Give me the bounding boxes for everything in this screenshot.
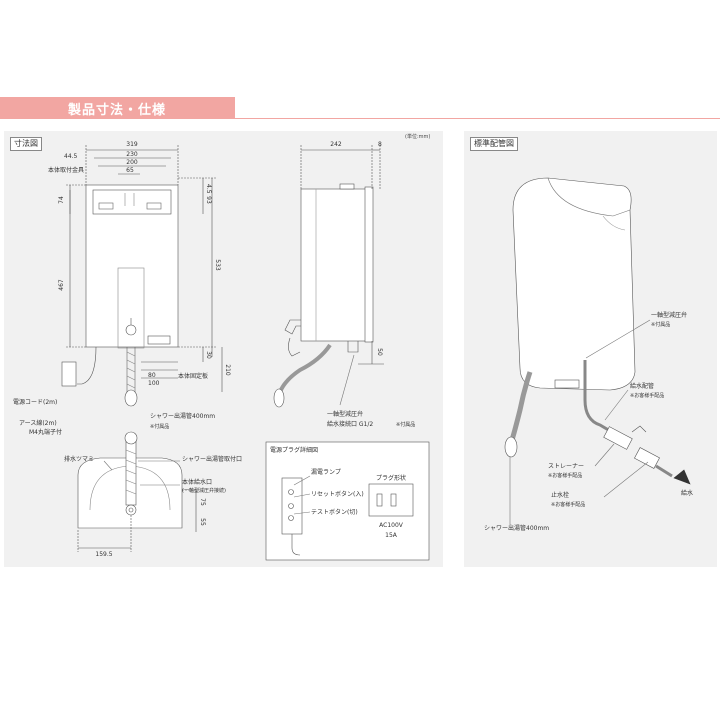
dim-depth-8: 8 [378, 141, 382, 148]
stop-valve-note: ※お客様手配品 [551, 501, 585, 508]
unit-note: (単位:mm) [405, 134, 431, 140]
test-button-label: テストボタン(切) [311, 508, 358, 516]
strainer-note: ※お客様手配品 [548, 472, 582, 479]
shower-outlet-label: シャワー出湯管取付口 [182, 455, 242, 463]
dim-width-total: 319 [126, 141, 138, 148]
earth-label: アース線(2m) [19, 419, 57, 427]
shower-hose-label: シャワー出湯管400mm [150, 412, 215, 420]
dim-80: 80 [148, 372, 156, 379]
dim-left-offset: 44.5 [64, 153, 78, 160]
dim-left-74: 74 [58, 196, 65, 204]
plug-shape-title: プラグ形状 [376, 474, 406, 482]
dim-width-4: 65 [126, 167, 134, 174]
piping-hose [509, 371, 533, 441]
bracket-label: 本体取付金具 [48, 166, 84, 174]
piping-shower-label: シャワー出湯管400mm [484, 524, 549, 532]
front-bracket [92, 189, 172, 215]
power-cord-label: 電源コード(2m) [13, 398, 57, 406]
fixing-plate-label: 本体固定板 [178, 372, 208, 380]
water-in-label: 給水 [681, 489, 693, 497]
valve-label: 一軸型減圧弁 [327, 410, 363, 418]
dim-210: 210 [224, 364, 231, 376]
water-arrow [673, 469, 691, 485]
side-handle [284, 319, 301, 335]
dim-right-93: 93 [205, 196, 212, 204]
included-note-2: ※付属品 [396, 421, 415, 428]
power-cord [77, 346, 97, 385]
terminal-label: M4丸端子付 [29, 428, 62, 436]
dim-50: 50 [376, 348, 383, 356]
plug-detail [265, 441, 430, 561]
dim-right-top: 4.5 [205, 184, 212, 194]
bottom-view [77, 431, 200, 552]
plug-box-front [61, 361, 77, 387]
strainer-label: ストレーナー [548, 463, 584, 470]
plug-detail-title: 電源プラグ詳細図 [270, 446, 318, 454]
side-valve [347, 341, 359, 353]
page-title: 製品寸法・仕様 [68, 103, 167, 118]
dim-75: 75 [199, 498, 206, 506]
piping-valve-label: 一軸型減圧弁 [651, 311, 687, 319]
reset-button-label: リセットボタン(入) [311, 490, 364, 498]
supply-pipe [583, 360, 623, 440]
header-rule [235, 118, 720, 119]
side-hose [278, 343, 332, 393]
dim-55: 55 [199, 518, 206, 526]
dim-width-3: 200 [126, 159, 138, 166]
supply-pipe-note: ※お客様手配品 [630, 392, 664, 399]
stop-valve-label: 止水栓 [551, 491, 569, 499]
dim-width-2: 230 [126, 151, 138, 158]
dim-159: 159.5 [95, 551, 112, 558]
front-view [61, 145, 223, 407]
inlet-note: (一軸型減圧弁接続) [182, 487, 226, 494]
header-bar [0, 97, 235, 119]
leak-lamp-label: 漏電ランプ [311, 468, 341, 476]
side-body [300, 188, 373, 342]
plug-amperage: 15A [385, 532, 398, 539]
drain-knob-label: 排水ツマミ [64, 455, 94, 463]
dim-depth-242: 242 [330, 141, 342, 148]
dim-height-533: 533 [214, 259, 221, 271]
dim-30: 30 [205, 351, 212, 359]
dim-100: 100 [148, 380, 160, 387]
side-view [273, 145, 384, 408]
plug-body [281, 477, 303, 535]
inlet-bottom-label: 本体給水口 [182, 478, 212, 486]
dim-height-total: 467 [58, 279, 65, 291]
dimensions-tag: 寸法図 [10, 137, 42, 151]
piping-tag: 標準配管図 [470, 137, 518, 151]
plug-voltage: AC100V [379, 522, 404, 529]
piping-body [512, 177, 636, 391]
included-note-1: ※付属品 [150, 423, 169, 430]
piping-view [504, 177, 691, 525]
supply-pipe-label: 給水配管 [630, 382, 654, 390]
inlet-label: 給水接続口 G1/2 [327, 420, 373, 428]
piping-valve-note: ※付属品 [651, 321, 670, 328]
